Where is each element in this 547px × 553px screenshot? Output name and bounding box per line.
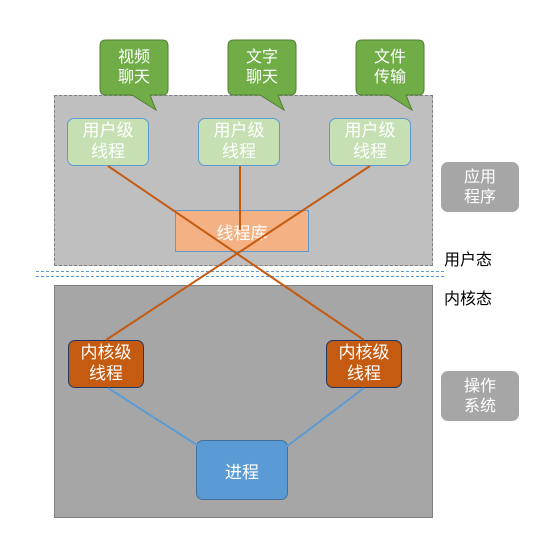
process-box: 进程	[196, 440, 288, 500]
callout-video-chat-bubble	[99, 39, 169, 112]
user-thread-3: 用户级 线程	[329, 118, 411, 166]
callout-text-chat-bubble	[227, 39, 297, 112]
mode-divider-bottom	[36, 276, 444, 277]
kernel-thread-1-label: 内核级 线程	[80, 343, 132, 384]
operating-system-label: 操作 系统	[463, 376, 496, 415]
user-thread-2-label: 用户级 线程	[213, 121, 265, 162]
user-mode-label: 用户态	[444, 250, 493, 269]
os-label-box: 操作 系统	[441, 371, 519, 421]
kernel-thread-2-label: 内核级 线程	[338, 343, 390, 384]
thread-library-box: 线程库	[175, 210, 309, 252]
application-label-box: 应用 程序	[441, 162, 519, 212]
user-thread-1-label: 用户级 线程	[82, 121, 134, 162]
process-label: 进程	[225, 462, 259, 483]
line-kernel1-to-process	[107, 387, 201, 448]
callout-file-transfer-bubble	[355, 39, 425, 112]
mode-divider-top	[36, 271, 444, 272]
callout-text-chat-label: 文字 聊天	[245, 47, 278, 86]
kernel-thread-2: 内核级 线程	[326, 340, 402, 388]
callout-video-chat-label: 视频 聊天	[117, 47, 150, 86]
user-thread-2: 用户级 线程	[198, 118, 280, 166]
application-label: 应用 程序	[463, 167, 496, 206]
line-user3-to-kernel1	[105, 165, 371, 341]
line-user1-to-kernel2	[107, 165, 365, 341]
callout-file-transfer-label: 文件 传输	[373, 47, 406, 86]
user-thread-3-label: 用户级 线程	[344, 121, 396, 162]
kernel-mode-label: 内核态	[444, 289, 493, 308]
kernel-thread-1: 内核级 线程	[68, 340, 144, 388]
thread-library-label: 线程库	[216, 223, 268, 244]
line-kernel2-to-process	[285, 387, 365, 448]
user-thread-1: 用户级 线程	[67, 118, 149, 166]
